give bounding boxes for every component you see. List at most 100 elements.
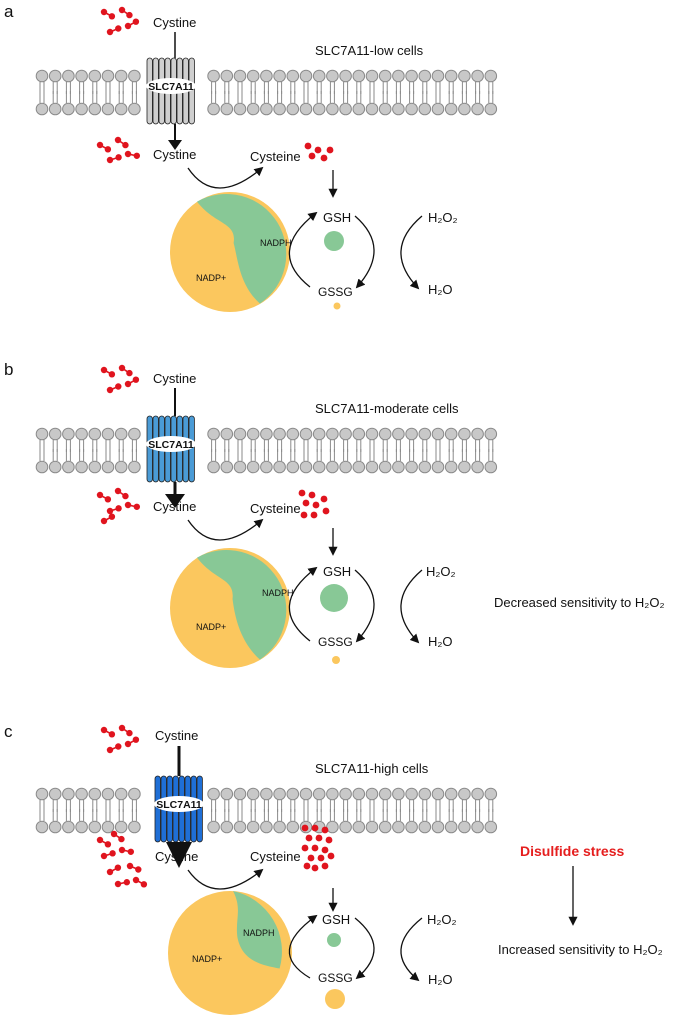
lipid-head bbox=[312, 460, 326, 474]
cystine-atom bbox=[104, 496, 112, 503]
transporter-label: SLC7A11 bbox=[148, 439, 194, 451]
cystine-atom bbox=[108, 731, 116, 738]
lipid-head bbox=[365, 820, 379, 834]
lipid-head bbox=[62, 787, 75, 801]
cystine-atom bbox=[132, 876, 140, 884]
h2o-label: H₂O bbox=[428, 634, 453, 649]
cell-type-label: SLC7A11-low cells bbox=[315, 43, 424, 58]
lipid-head bbox=[365, 787, 379, 801]
cysteine-label: Cysteine bbox=[250, 501, 301, 516]
extracellular-cystine-dots bbox=[100, 364, 140, 394]
outcome-label: Increased sensitivity to H₂O₂ bbox=[498, 942, 663, 957]
lipid-head bbox=[286, 460, 300, 474]
lipid-head bbox=[352, 102, 366, 116]
lipid-head bbox=[75, 427, 88, 441]
lipid-head bbox=[286, 427, 300, 441]
cystine-atom bbox=[115, 154, 122, 161]
cystine-atom bbox=[118, 724, 126, 732]
peroxide-reduction-arrow bbox=[400, 215, 423, 290]
lipid-head bbox=[62, 427, 75, 441]
lipid-head bbox=[339, 460, 352, 474]
lipid-head bbox=[392, 69, 405, 83]
cell-membrane bbox=[35, 69, 498, 116]
lipid-head bbox=[458, 820, 471, 834]
gssg-reduction-arrow bbox=[288, 914, 318, 979]
lipid-head bbox=[48, 787, 62, 801]
lipid-head bbox=[339, 820, 352, 834]
cysteine-atom bbox=[317, 854, 325, 862]
cystine-atom bbox=[118, 6, 126, 14]
lipid-head bbox=[326, 820, 339, 834]
lipid-head bbox=[392, 460, 405, 474]
lipid-head bbox=[326, 102, 339, 116]
lipid-head bbox=[365, 102, 379, 116]
lipid-head bbox=[392, 787, 405, 801]
lipid-head bbox=[471, 427, 484, 441]
lipid-head bbox=[220, 102, 234, 116]
nadph-region bbox=[197, 549, 287, 660]
cysteine-dots bbox=[298, 489, 330, 519]
nadph-pool bbox=[170, 548, 290, 668]
lipid-head bbox=[471, 787, 484, 801]
lipid-head bbox=[62, 460, 75, 474]
lipid-head bbox=[207, 427, 220, 441]
lipid-head bbox=[220, 427, 234, 441]
cystine-atom bbox=[118, 835, 125, 843]
cystine-atom bbox=[140, 881, 148, 888]
slc7a11-transporter: SLC7A11 bbox=[154, 775, 204, 843]
lipid-head bbox=[378, 427, 392, 441]
transporter-label: SLC7A11 bbox=[148, 81, 194, 93]
lipid-head bbox=[128, 102, 141, 116]
lipid-head bbox=[326, 460, 339, 474]
lipid-head bbox=[484, 102, 498, 116]
nadph-label: NADPH bbox=[243, 928, 275, 938]
lipid-head bbox=[339, 69, 352, 83]
nadph-label: NADPH bbox=[260, 238, 292, 248]
lipid-head bbox=[101, 102, 115, 116]
lipid-head bbox=[418, 820, 432, 834]
lipid-head bbox=[365, 69, 379, 83]
cystine-atom bbox=[115, 383, 122, 390]
gsh-label: GSH bbox=[323, 564, 351, 579]
cystine-atom bbox=[108, 513, 116, 520]
cystine-atom bbox=[100, 8, 108, 16]
lipid-head bbox=[273, 102, 286, 116]
cystine-atom bbox=[109, 850, 116, 857]
cystine-atom bbox=[118, 364, 126, 372]
lipid-head bbox=[405, 69, 418, 83]
lipid-head bbox=[484, 69, 498, 83]
cysteine-atom bbox=[325, 836, 333, 844]
cystine-atom bbox=[133, 152, 141, 159]
lipid-head bbox=[114, 102, 128, 116]
lipid-head bbox=[88, 460, 102, 474]
lipid-head bbox=[260, 427, 273, 441]
lipid-head bbox=[114, 787, 128, 801]
cell-membrane bbox=[35, 787, 498, 834]
lipid-head bbox=[128, 460, 141, 474]
lipid-head bbox=[233, 460, 247, 474]
slc7a11-transporter: SLC7A11 bbox=[146, 57, 196, 125]
lipid-head bbox=[444, 820, 458, 834]
gsh-label: GSH bbox=[322, 912, 350, 927]
cysteine-atom bbox=[321, 826, 329, 834]
lipid-head bbox=[114, 69, 128, 83]
transporter-label-bg bbox=[146, 436, 196, 452]
lipid-head bbox=[128, 69, 141, 83]
cystine-atom bbox=[114, 136, 122, 144]
lipid-head bbox=[471, 460, 484, 474]
cystine-atom bbox=[122, 141, 129, 149]
lipid-head bbox=[299, 460, 313, 474]
lipid-head bbox=[286, 820, 300, 834]
lipid-head bbox=[444, 69, 458, 83]
disulfide-stress-label: Disulfide stress bbox=[520, 843, 624, 859]
lipid-head bbox=[75, 69, 88, 83]
lipid-head bbox=[299, 102, 313, 116]
lipid-head bbox=[352, 69, 366, 83]
lipid-head bbox=[246, 787, 260, 801]
lipid-head bbox=[233, 102, 247, 116]
cysteine-atom bbox=[303, 862, 311, 870]
lipid-head bbox=[128, 820, 141, 834]
lipid-head bbox=[326, 69, 339, 83]
lipid-head bbox=[114, 820, 128, 834]
